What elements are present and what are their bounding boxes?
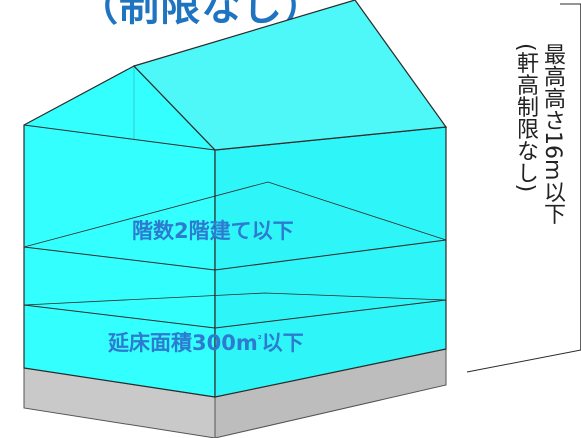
eave-line-left bbox=[23, 124, 216, 151]
roof-plane bbox=[132, 0, 448, 151]
floor-line-front-lower bbox=[214, 299, 447, 329]
floor-area-label: 延床面積300m²以下 bbox=[108, 327, 304, 357]
floor-line-left-upper bbox=[23, 246, 216, 271]
interior-floor-edge-2 bbox=[23, 292, 447, 306]
interior-floor-edge-1 bbox=[23, 181, 447, 248]
floor-area-label-suffix: 以下 bbox=[261, 331, 304, 355]
floor-line-front-upper bbox=[214, 239, 447, 271]
floor-area-label-sup: ² bbox=[257, 335, 262, 345]
ground-reference-line bbox=[466, 349, 581, 373]
floor-line-left-lower bbox=[23, 304, 216, 329]
max-height-label: 最高高さ16m以下 bbox=[540, 43, 565, 225]
floors-label: 階数2階建て以下 bbox=[132, 219, 294, 243]
eaves-height-note: (軒高制限なし) bbox=[513, 43, 538, 193]
floor-area-label-prefix: 延床面積300m bbox=[108, 331, 258, 355]
